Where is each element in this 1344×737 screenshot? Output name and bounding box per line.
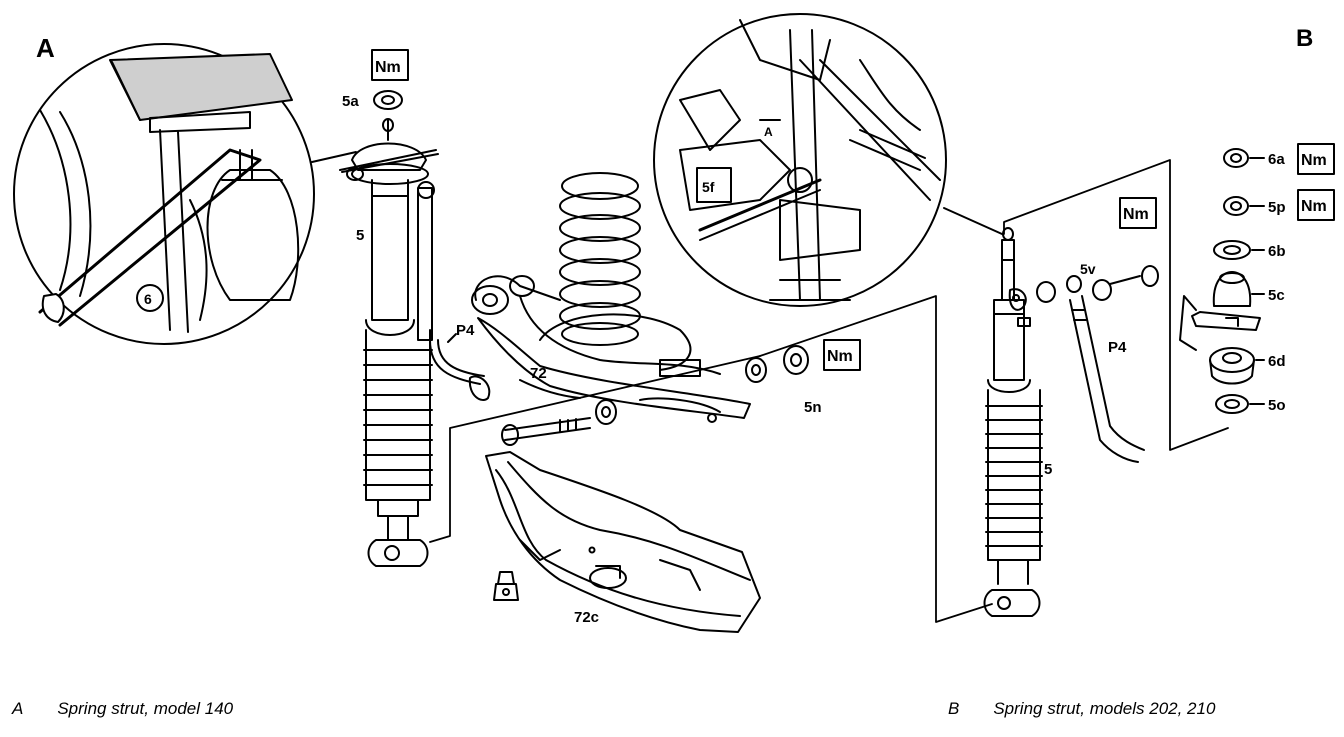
label-5n: 5n [804,399,822,416]
leader-a-bottom [429,355,761,543]
linkage-p4-b [1036,265,1159,463]
panel-b-letter: B [1296,25,1313,52]
label-6b: 6b [1268,243,1286,260]
nm-box-5v [1119,197,1157,229]
inset-mark-a: A [764,125,773,139]
nm-label-5n: Nm [827,348,853,365]
leader-b-bottom [759,295,993,623]
bolt-assembly [501,345,809,446]
torque-box-5f [696,167,732,203]
label-6d: 6d [1268,353,1286,370]
nm-label-a: Nm [375,59,401,76]
label-6a: 6a [1268,151,1285,168]
nm-box-a [371,49,409,81]
caption-b-letter: B [948,699,960,718]
control-arm-72 [471,275,751,423]
nm-label-6a: Nm [1301,152,1327,169]
label-72c: 72c [574,609,599,626]
caption-b-text: Spring strut, models 202, 210 [993,699,1216,718]
label-6: 6 [144,291,152,307]
label-72: 72 [530,365,547,382]
label-5o: 5o [1268,397,1286,414]
caption-a-letter: A [12,699,24,718]
caption-b: B Spring strut, models 202, 210 [948,699,1215,719]
leader-detail-a [311,151,357,163]
spring-strut-b [983,227,1043,617]
nm-box-5n [823,339,861,371]
panel-a-letter: A [36,33,55,63]
leader-b-top [1003,159,1229,451]
nm-label-5p: Nm [1301,198,1327,215]
label-p4-a: P4 [456,322,475,339]
label-5p: 5p [1268,199,1286,216]
caption-a-text: Spring strut, model 140 [57,699,234,718]
detail-circle-a: 6 [13,43,315,345]
mount-parts [1179,143,1335,414]
label-5a: 5a [342,93,359,110]
nm-label-5v: Nm [1123,206,1149,223]
coil-spring [559,172,641,346]
spring-strut-a [339,118,491,567]
label-5f: 5f [702,179,715,195]
detail-circle-b [653,13,947,307]
label-p4-b: P4 [1108,339,1127,356]
caption-a: A Spring strut, model 140 [12,699,233,719]
label-5c: 5c [1268,287,1285,304]
label-5v: 5v [1080,261,1096,277]
label-5-b: 5 [1044,461,1052,478]
underbody-shield-72c [485,451,761,633]
label-5-a: 5 [356,227,364,244]
